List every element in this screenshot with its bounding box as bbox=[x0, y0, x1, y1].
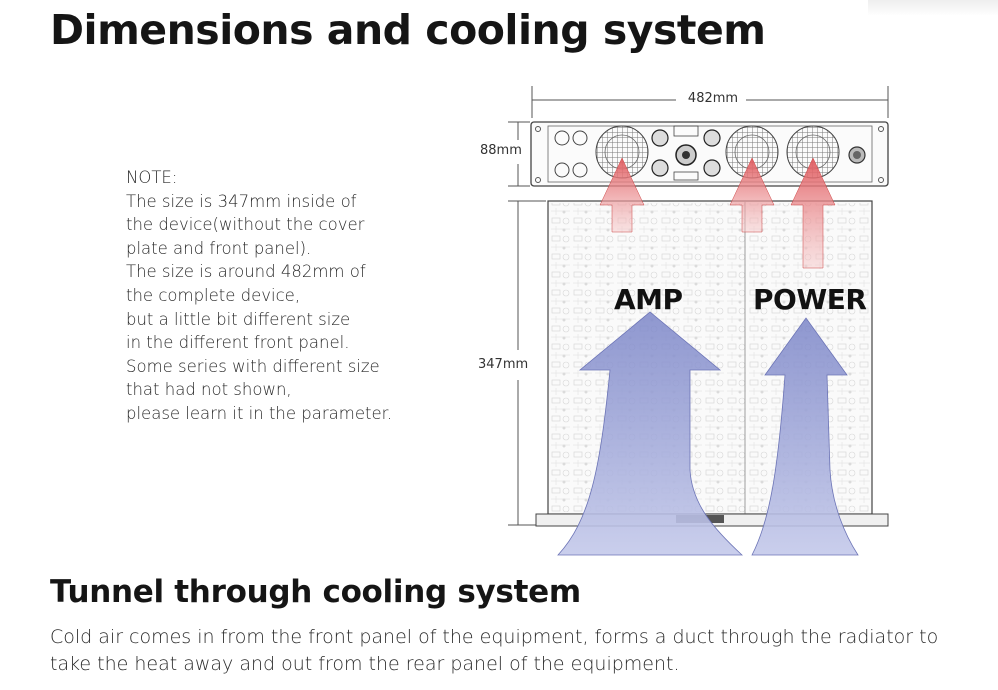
note-line: the device(without the cover bbox=[126, 215, 365, 235]
description-line: take the heat away and out from the rear… bbox=[50, 653, 680, 675]
height-dimension bbox=[508, 121, 530, 187]
power-label: POWER bbox=[753, 283, 867, 316]
section-heading: Tunnel through cooling system bbox=[50, 574, 581, 610]
note-line: plate and front panel). bbox=[126, 238, 312, 258]
note-line: that had not shown, bbox=[126, 380, 292, 400]
description-line: Cold air comes in from the front panel o… bbox=[50, 626, 939, 648]
front-panel bbox=[530, 121, 889, 187]
width-label: 482mm bbox=[687, 91, 739, 106]
section-description: Cold air comes in from the front panel o… bbox=[50, 624, 980, 678]
amplifier-diagram-svg bbox=[508, 86, 889, 556]
note-block: NOTE: The size is 347mm inside of the de… bbox=[126, 166, 446, 426]
note-line: Some series with different size bbox=[126, 356, 380, 376]
note-line: The size is 347mm inside of bbox=[126, 191, 357, 211]
width-dimension bbox=[531, 86, 889, 118]
page-title: Dimensions and cooling system bbox=[50, 6, 766, 54]
amp-label: AMP bbox=[614, 283, 683, 316]
hot-air-arrows bbox=[599, 157, 836, 269]
corner-shade bbox=[868, 0, 998, 16]
height-label: 88mm bbox=[480, 143, 522, 158]
note-line: the complete device, bbox=[126, 285, 301, 305]
depth-label: 347mm bbox=[478, 357, 529, 372]
cold-air-arrows bbox=[557, 311, 859, 556]
note-line: please learn it in the parameter. bbox=[126, 403, 393, 423]
note-line: but a little bit different size bbox=[126, 309, 351, 329]
amplifier-diagram: 482mm 88mm 347mm AMP POWER bbox=[470, 78, 910, 558]
note-line: in the different front panel. bbox=[126, 333, 350, 353]
note-line: The size is around 482mm of bbox=[126, 262, 366, 282]
note-line: NOTE: bbox=[126, 168, 178, 187]
